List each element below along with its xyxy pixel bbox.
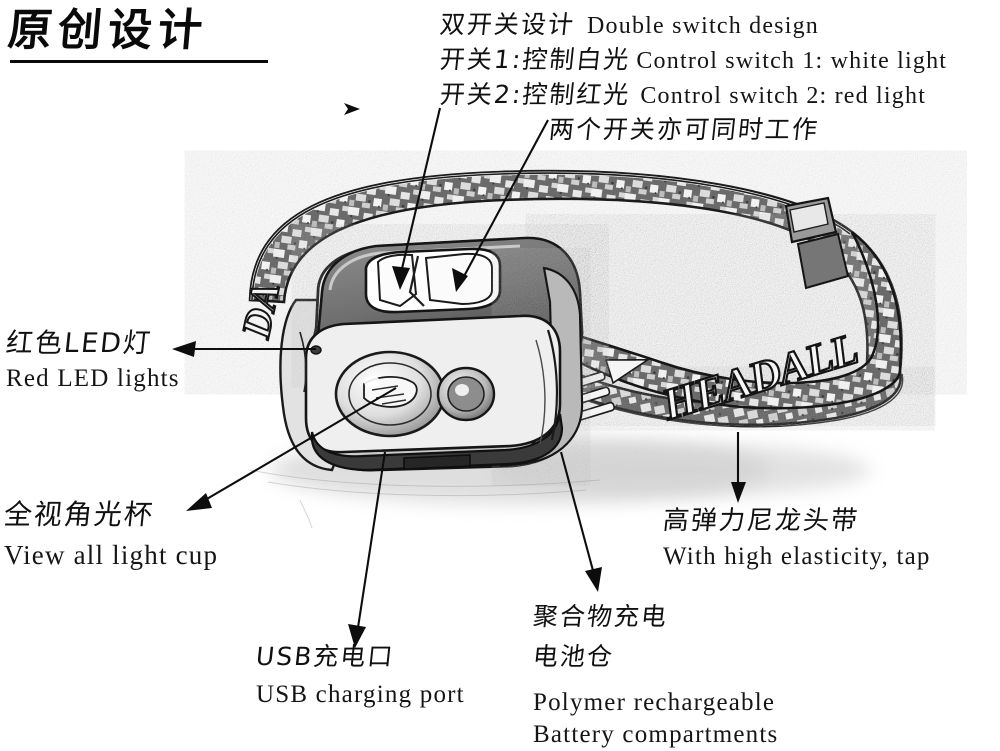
callout-light-cup-en: View all light cup — [4, 540, 219, 570]
arrow-to-switch-1 — [392, 107, 442, 290]
callout-red-led: 红色LED灯 Red LED lights — [4, 327, 246, 397]
arrow-to-usb-port — [348, 451, 387, 648]
callout-usb-port-cjk: USB充电口 — [254, 642, 396, 671]
switch-line-4: 两个开关亦可同时工作 — [437, 113, 1000, 147]
switch-line-2-en: Control switch 1: white light — [636, 48, 948, 74]
callout-headband: 高弹力尼龙头带 With high elasticity, tap — [661, 503, 1000, 575]
callout-battery-cjk-1: 聚合物充电 — [531, 602, 670, 631]
page-title: 原创设计 — [5, 4, 278, 63]
callout-headband-en: With high elasticity, tap — [663, 543, 931, 570]
callout-usb-port: USB充电口 USB charging port — [254, 640, 506, 716]
callout-headband-cjk: 高弹力尼龙头带 — [661, 506, 861, 536]
switch-line-3-en: Control switch 2: red light — [640, 83, 927, 109]
switch-line-1-en: Double switch design — [587, 13, 819, 39]
switch-line-2-cjk: 开关1:控制白光 — [438, 45, 632, 74]
strap-adjuster-buckle — [784, 196, 850, 290]
switch-line-1: 双开关设计 Double switch design — [437, 8, 1000, 43]
callout-red-led-en: Red LED lights — [6, 365, 180, 392]
small-arrow-icon — [344, 103, 360, 115]
arrow-to-switch-2 — [452, 119, 549, 292]
callout-battery: 聚合物充电 电池仓 Polymer rechargeable Battery c… — [531, 597, 833, 751]
light-cup-lens — [334, 350, 446, 438]
arrow-to-red-led — [172, 341, 316, 357]
callout-battery-en-2: Battery compartments — [533, 721, 779, 748]
callout-light-cup: 全视角光杯 View all light cup — [2, 497, 304, 577]
callout-battery-cjk-2: 电池仓 — [531, 642, 616, 671]
title-underline — [10, 60, 268, 63]
switch-line-2: 开关1:控制白光 Control switch 1: white light — [437, 43, 1000, 78]
arrow-to-battery — [559, 451, 602, 592]
switch-line-1-cjk: 双开关设计 — [438, 10, 577, 39]
callout-light-cup-cjk: 全视角光杯 — [2, 498, 156, 531]
switch-line-3: 开关2:控制红光 Control switch 2: red light — [437, 78, 1000, 113]
callout-usb-port-en: USB charging port — [256, 681, 465, 708]
callout-red-led-cjk: 红色LED灯 — [4, 328, 154, 359]
red-led-lens — [436, 366, 496, 422]
arrow-to-headband — [731, 432, 746, 503]
battery-compartment-seam — [546, 329, 558, 441]
switch-line-4-cjk: 两个开关亦可同时工作 — [547, 115, 821, 144]
headlamp-body — [279, 236, 584, 472]
arrow-to-light-cup — [186, 387, 397, 511]
page-title-text: 原创设计 — [5, 5, 211, 56]
callout-battery-en-1: Polymer rechargeable — [533, 689, 776, 716]
usb-port — [403, 454, 471, 470]
switch-line-3-cjk: 开关2:控制红光 — [438, 80, 632, 109]
switch-description-block: 双开关设计 Double switch design 开关1:控制白光 Cont… — [437, 8, 1000, 147]
